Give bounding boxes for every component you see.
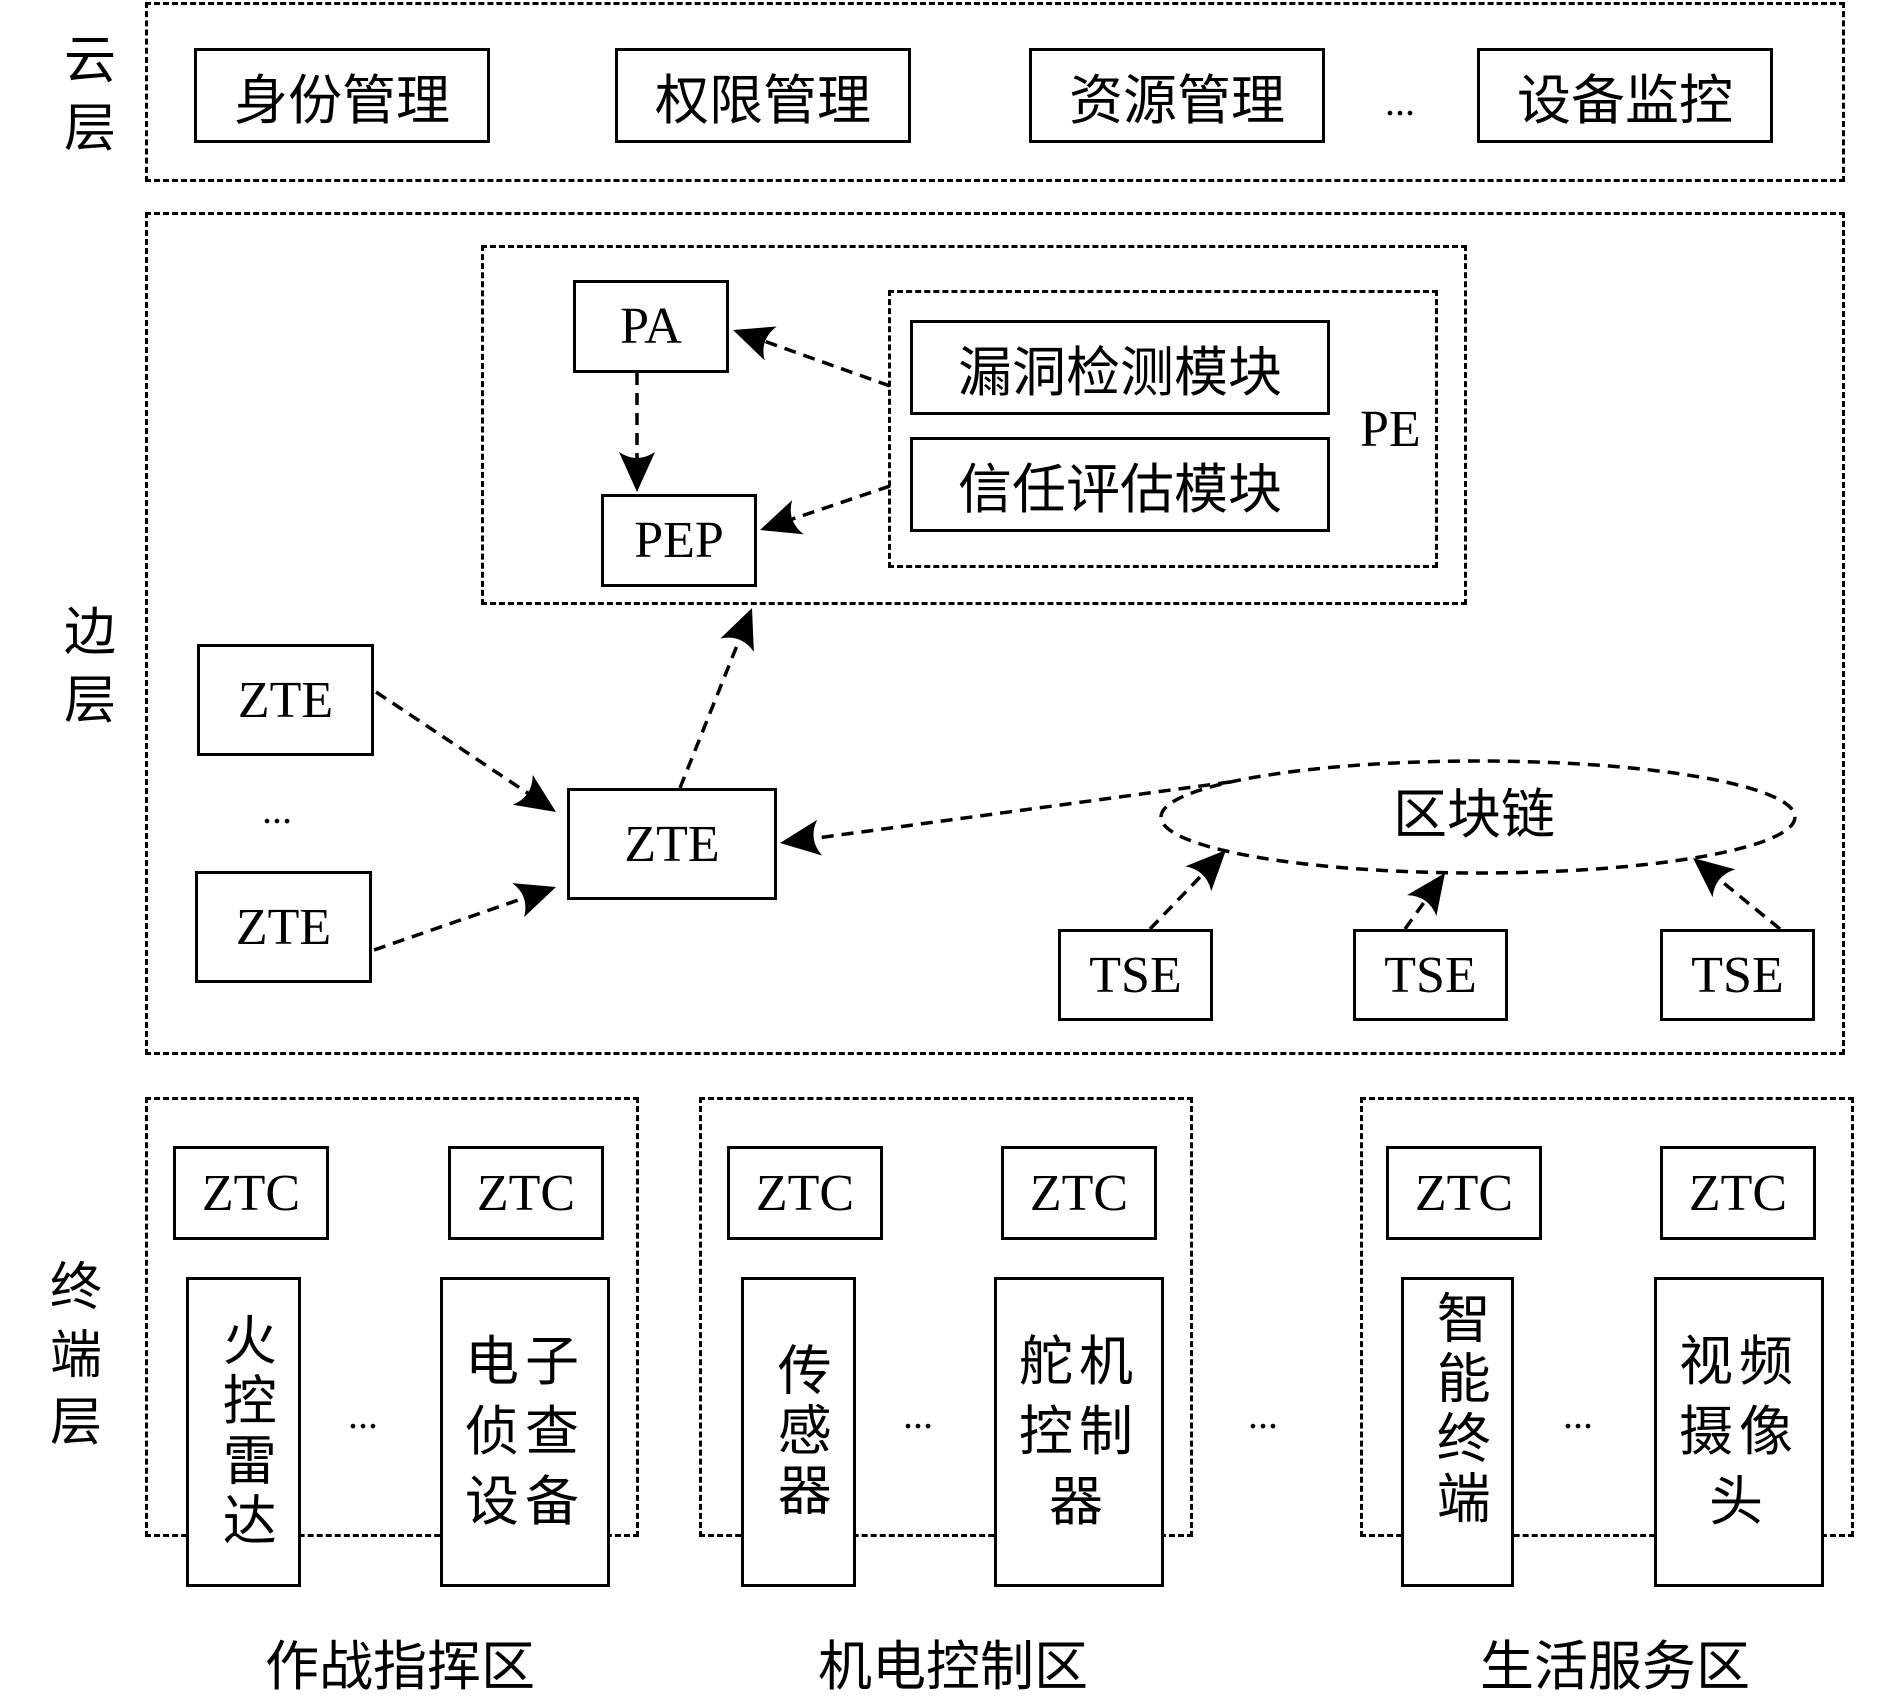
device-label: 视频摄像头	[1679, 1331, 1799, 1533]
zte-center-box[interactable]: ZTE	[567, 788, 777, 900]
identity-management-module[interactable]: 身份管理	[194, 48, 490, 143]
zte-left-bottom-label: ZTE	[235, 898, 332, 956]
arrow-tse2-to-blockchain-head-icon	[1407, 873, 1445, 917]
blockchain-label: 区块链	[1393, 785, 1555, 845]
vulnerability-detection-module[interactable]: 漏洞检测模块	[910, 320, 1330, 415]
ztc-label: ZTC	[1414, 1164, 1514, 1222]
zone-name-combat-command: 作战指挥区	[265, 1637, 535, 1697]
cloud-layer-label: 云层	[60, 28, 120, 163]
ztc-label: ZTC	[1688, 1164, 1788, 1222]
vulnerability-detection-label: 漏洞检测模块	[958, 343, 1282, 403]
device-label: 电子侦查设备	[465, 1331, 585, 1533]
cloud-ellipsis: ...	[1385, 79, 1415, 124]
ztc-box[interactable]: ZTC	[1660, 1146, 1816, 1240]
arrow-zte-top-to-center-head-icon	[512, 774, 556, 812]
arrow-zte-bottom-to-center	[373, 896, 525, 952]
zte-center-label: ZTE	[624, 815, 720, 873]
arrow-zte-bottom-to-center-head-icon	[512, 883, 556, 918]
arrow-tse2-to-blockchain	[1403, 899, 1427, 931]
pa-box[interactable]: PA	[573, 280, 729, 373]
cloud-layer-container	[145, 2, 1845, 182]
fire-control-radar-device[interactable]: 火控雷达	[186, 1277, 301, 1587]
sensor-device[interactable]: 传感器	[741, 1277, 856, 1587]
zte-left-bottom-box[interactable]: ZTE	[195, 871, 372, 983]
tse-box-1[interactable]: TSE	[1058, 929, 1213, 1021]
edge-layer-label-text: 边层	[63, 605, 116, 730]
ztc-label: ZTC	[476, 1164, 576, 1222]
identity-management-label: 身份管理	[234, 71, 450, 131]
edge-layer-label: 边层	[60, 600, 120, 735]
tse-label-1: TSE	[1089, 946, 1182, 1004]
zone-ellipsis: ...	[1248, 1392, 1278, 1437]
resource-management-module[interactable]: 资源管理	[1029, 48, 1325, 143]
pe-label: PE	[1360, 401, 1421, 458]
arrow-trust-to-pep	[791, 484, 891, 521]
zone-combat-command	[145, 1097, 639, 1537]
ztc-label: ZTC	[755, 1164, 855, 1222]
blockchain-ellipse[interactable]	[1159, 759, 1797, 875]
pa-label: PA	[620, 298, 682, 355]
arrow-pa-to-pep-head-icon	[619, 452, 655, 492]
arrow-tse1-to-blockchain-head-icon	[1185, 850, 1226, 892]
resource-management-label: 资源管理	[1069, 71, 1285, 131]
arrow-blockchain-to-zte	[813, 780, 1231, 841]
tse-label-2: TSE	[1384, 946, 1477, 1004]
policy-group-container	[481, 245, 1467, 605]
pe-container	[888, 290, 1438, 568]
device-monitoring-module[interactable]: 设备监控	[1477, 48, 1773, 143]
zone-name-electromechanical-control: 机电控制区	[818, 1637, 1088, 1697]
device-label: 传感器	[769, 1342, 830, 1522]
ztc-box[interactable]: ZTC	[448, 1146, 604, 1240]
edge-layer-container	[145, 212, 1845, 1055]
pep-box[interactable]: PEP	[601, 494, 757, 587]
device-label: 智能终端	[1428, 1290, 1489, 1530]
electronic-reconnaissance-device[interactable]: 电子侦查设备	[440, 1277, 610, 1587]
zone-electromechanical-control	[699, 1097, 1193, 1537]
trust-evaluation-label: 信任评估模块	[958, 460, 1282, 520]
permission-management-module[interactable]: 权限管理	[615, 48, 911, 143]
arrow-trust-to-pep-head-icon	[760, 500, 804, 535]
ztc-box[interactable]: ZTC	[1386, 1146, 1542, 1240]
ztc-box[interactable]: ZTC	[173, 1146, 329, 1240]
tse-label-3: TSE	[1691, 946, 1784, 1004]
zone-life-service	[1360, 1097, 1854, 1537]
tse-box-3[interactable]: TSE	[1660, 929, 1815, 1021]
device-ellipsis: ...	[348, 1392, 378, 1437]
device-ellipsis: ...	[903, 1392, 933, 1437]
pep-label: PEP	[634, 512, 724, 569]
ztc-label: ZTC	[201, 1164, 301, 1222]
arrow-tse1-to-blockchain	[1148, 873, 1204, 931]
ztc-label: ZTC	[1029, 1164, 1129, 1222]
zte-left-top-label: ZTE	[237, 671, 334, 729]
zone-name-life-service: 生活服务区	[1480, 1637, 1750, 1697]
terminal-layer-label-text: 终端层	[49, 1260, 102, 1453]
device-label: 舵机控制器	[1019, 1331, 1139, 1533]
cloud-layer-label-text: 云层	[63, 33, 116, 158]
arrow-tse3-to-blockchain	[1718, 878, 1782, 931]
arrow-blockchain-to-zte-head-icon	[780, 819, 823, 856]
permission-management-label: 权限管理	[655, 71, 871, 131]
zte-ellipsis: ...	[262, 787, 292, 832]
arrow-zte-top-to-center	[375, 690, 529, 795]
smart-terminal-device[interactable]: 智能终端	[1401, 1277, 1514, 1587]
arrow-vuln-to-pa-head-icon	[733, 326, 777, 361]
tse-box-2[interactable]: TSE	[1353, 929, 1508, 1021]
ztc-box[interactable]: ZTC	[727, 1146, 883, 1240]
device-monitoring-label: 设备监控	[1517, 71, 1733, 131]
arrow-center-to-policy	[678, 638, 741, 789]
video-camera-device[interactable]: 视频摄像头	[1654, 1277, 1824, 1587]
device-label: 火控雷达	[214, 1312, 275, 1552]
trust-evaluation-module[interactable]: 信任评估模块	[910, 437, 1330, 532]
zte-left-top-box[interactable]: ZTE	[197, 644, 374, 756]
arrow-tse3-to-blockchain-head-icon	[1693, 858, 1736, 898]
ztc-box[interactable]: ZTC	[1001, 1146, 1157, 1240]
arrow-center-to-policy-head-icon	[720, 608, 754, 652]
servo-controller-device[interactable]: 舵机控制器	[994, 1277, 1164, 1587]
terminal-layer-label: 终端层	[46, 1255, 106, 1458]
device-ellipsis: ...	[1563, 1392, 1593, 1437]
arrow-vuln-to-pa	[764, 339, 891, 388]
